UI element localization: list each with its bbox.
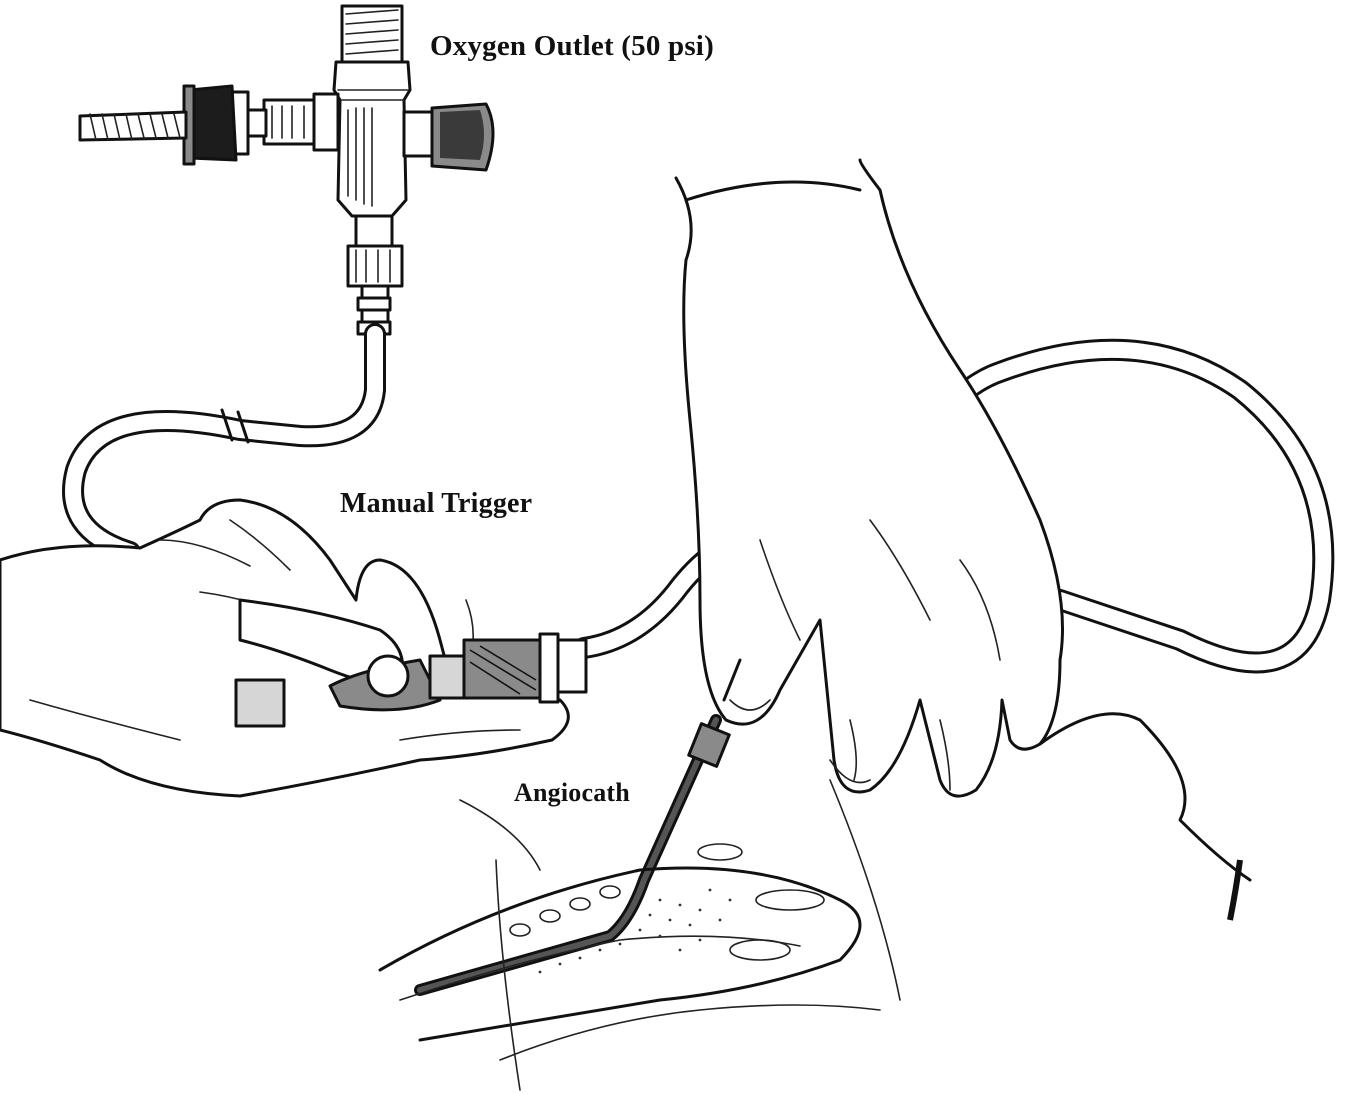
oxygen-outlet-label: Oxygen Outlet (50 psi) (430, 30, 714, 62)
angiocath-label: Angiocath (514, 778, 630, 807)
oxygen-outlet-assembly (78, 4, 495, 336)
left-hand-with-trigger (0, 498, 588, 798)
angiocath (414, 658, 742, 996)
right-gloved-hand (674, 158, 1064, 798)
manual-trigger-label: Manual Trigger (340, 488, 533, 519)
neck-trachea-cross-section (378, 712, 1252, 1091)
